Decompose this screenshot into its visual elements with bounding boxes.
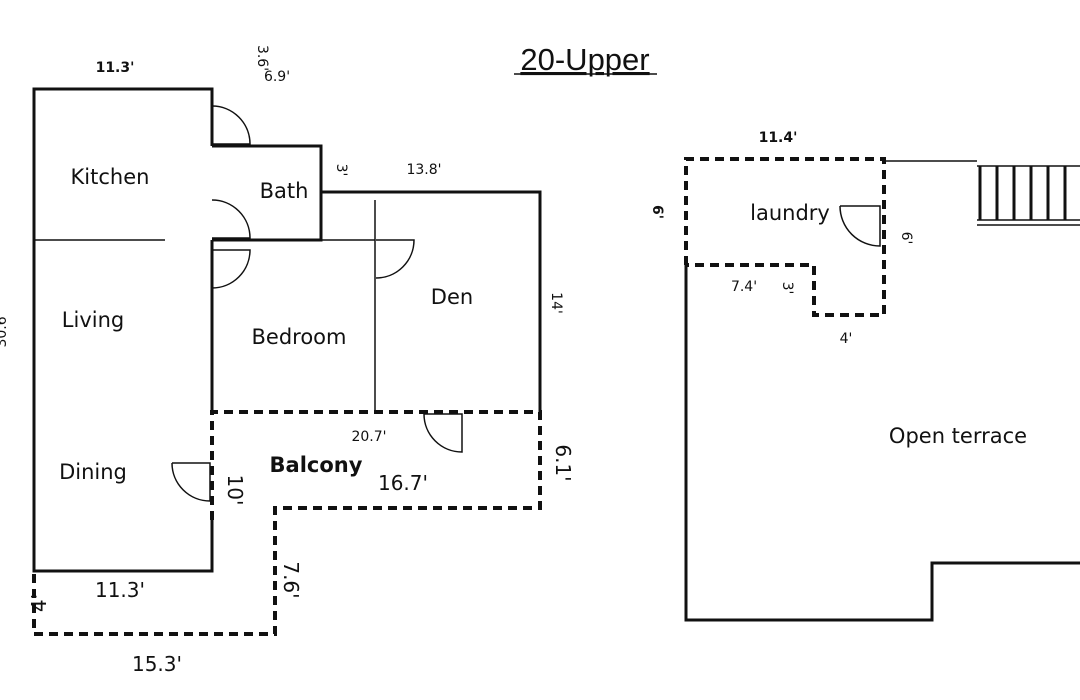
laundry-width-label: 11.4' <box>759 130 798 146</box>
den-width-label: 13.8' <box>406 162 441 178</box>
kitchen-living-dining-wall <box>32 87 214 573</box>
bath-dim-b-label: 6.9' <box>264 69 290 85</box>
dining-door <box>171 462 211 502</box>
den-door <box>375 239 415 279</box>
laundry-bottom-label: 7.4' <box>731 279 757 295</box>
apartment-plan: Kitchen Bath Living Den Bedroom Dining B… <box>0 45 575 676</box>
living-label: Living <box>62 308 124 332</box>
bath-dim-a-label: 3.6' <box>254 45 270 71</box>
terrace-wall <box>684 265 1080 622</box>
balcony-right-label: 6.1' <box>551 444 575 481</box>
bedroom-label: Bedroom <box>252 325 347 349</box>
bedroom-door <box>211 249 251 289</box>
bath-door <box>211 199 251 239</box>
den-label: Den <box>431 285 473 309</box>
bath-label: Bath <box>260 179 309 203</box>
kitchen-door <box>211 105 251 145</box>
balcony-door <box>423 413 463 453</box>
bottom-width-label: 15.3' <box>132 652 182 676</box>
balcony-depth-label: 10' <box>223 475 247 506</box>
kitchen-label: Kitchen <box>71 165 150 189</box>
bath-dim-c-label: 3' <box>333 164 349 177</box>
laundry-step-label: 3' <box>779 282 795 295</box>
balcony-inner-label: 16.7' <box>378 471 428 495</box>
kitchen-width-label: 11.3' <box>96 60 135 76</box>
laundry-door <box>839 205 881 247</box>
total-height-label: 30.6' <box>0 312 10 347</box>
terrace-label: Open terrace <box>889 424 1027 448</box>
laundry-label: laundry <box>750 201 830 225</box>
terrace-plan: laundry Open terrace 11.4' 6' 6' 7.4' 3'… <box>649 130 1080 622</box>
dining-label: Dining <box>59 460 127 484</box>
dining-ext-label: 11.3' <box>95 578 145 602</box>
plan-title: 20-Upper <box>520 42 649 77</box>
stairs <box>977 165 1080 226</box>
laundry-notch-label: 4' <box>840 331 853 347</box>
laundry-right-label: 6' <box>898 232 914 245</box>
den-height-label: 14' <box>548 292 564 314</box>
den-wall <box>321 190 542 412</box>
laundry-left-label: 6' <box>649 205 665 219</box>
laundry-outline <box>684 157 886 317</box>
balcony-outer-label: 20.7' <box>351 429 386 445</box>
step-depth-label: 7.6' <box>279 561 303 598</box>
dining-ext-depth-label: 4' <box>27 594 51 612</box>
balcony-label: Balcony <box>270 453 363 477</box>
balcony-outline <box>32 410 542 636</box>
